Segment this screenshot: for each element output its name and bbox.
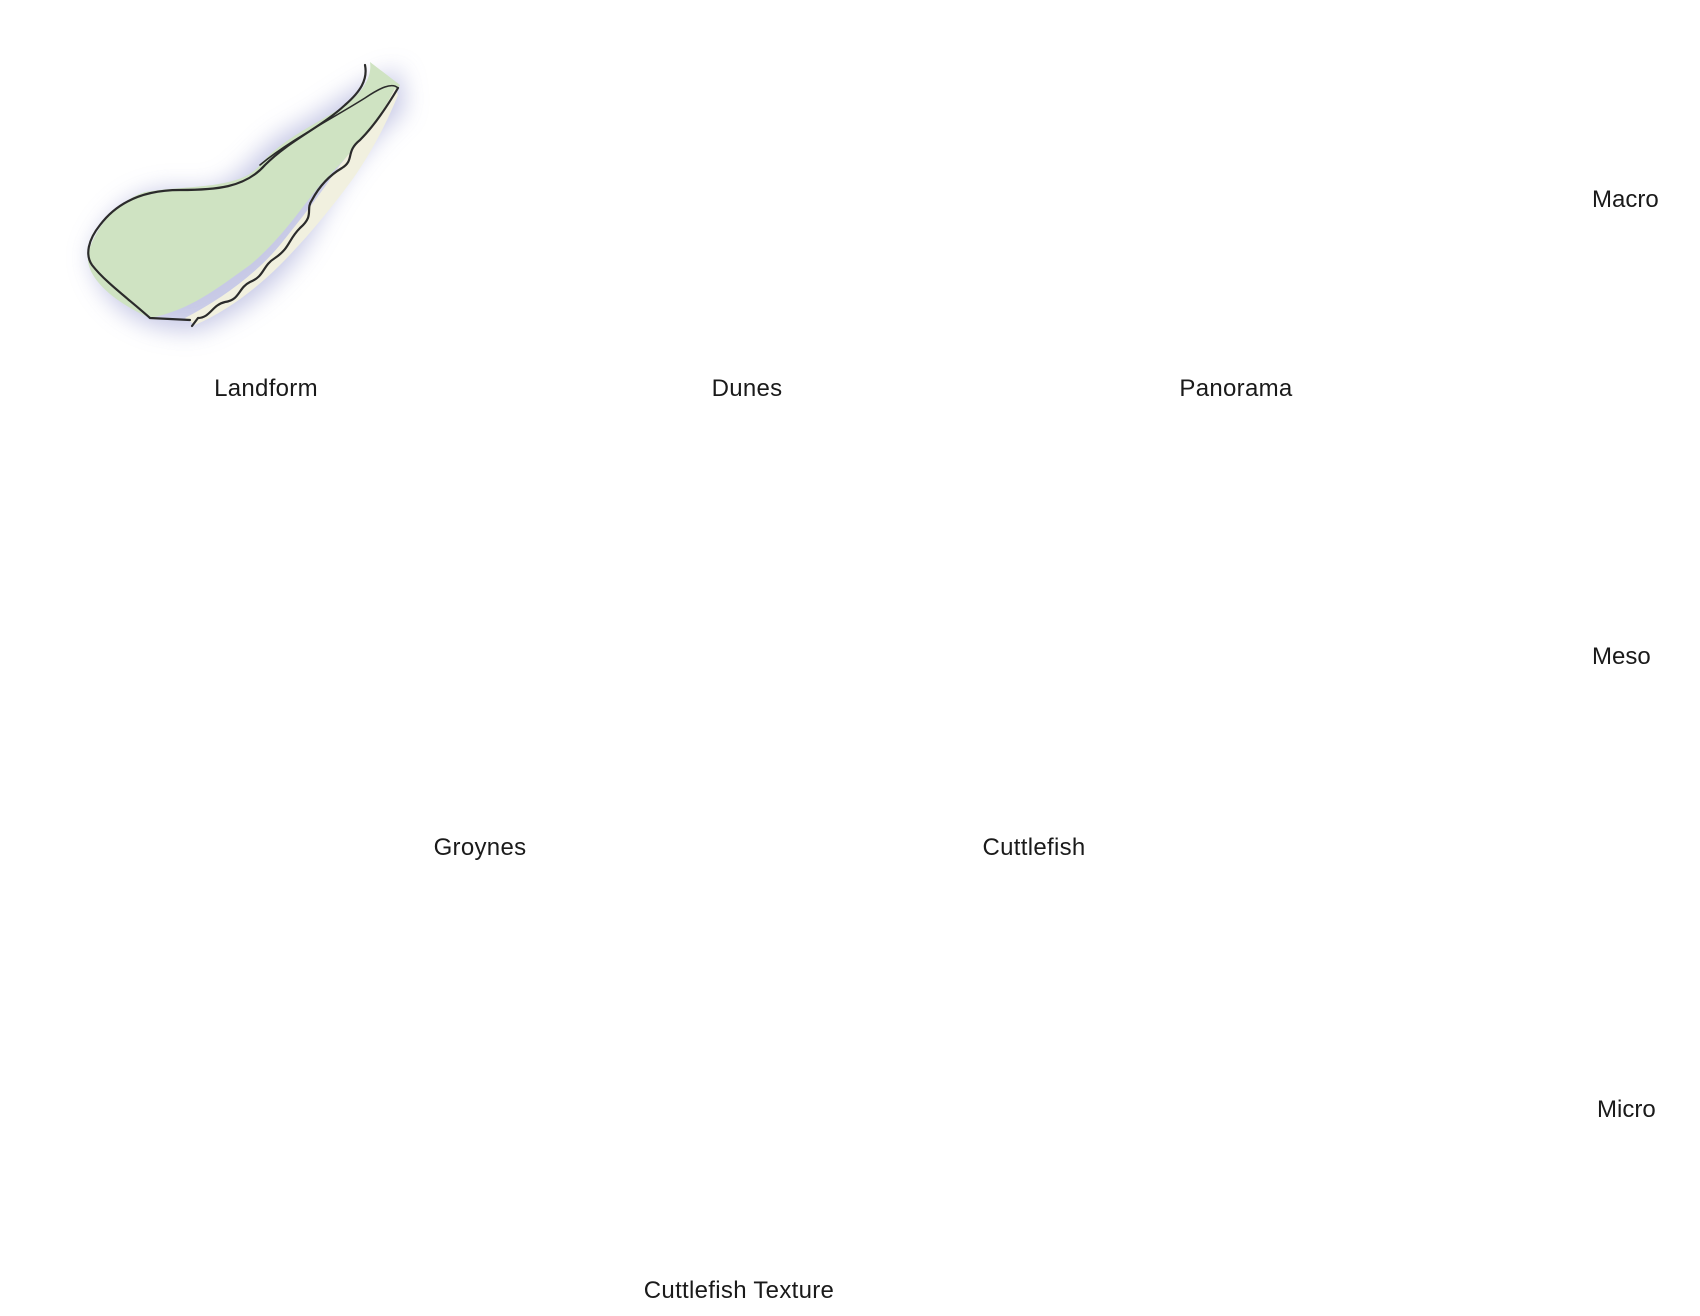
macro-label: Macro bbox=[1592, 186, 1659, 213]
landform-label: Landform bbox=[214, 375, 318, 402]
micro-label: Micro bbox=[1597, 1096, 1656, 1123]
dunes-label: Dunes bbox=[711, 375, 783, 402]
panorama-label: Panorama bbox=[1179, 375, 1293, 402]
landform-sketch bbox=[87, 62, 405, 331]
cuttlefish-texture-label: Cuttlefish Texture bbox=[643, 1277, 835, 1304]
groynes-label: Groynes bbox=[433, 834, 527, 861]
meso-label: Meso bbox=[1592, 643, 1651, 670]
cuttlefish-label: Cuttlefish bbox=[982, 834, 1086, 861]
